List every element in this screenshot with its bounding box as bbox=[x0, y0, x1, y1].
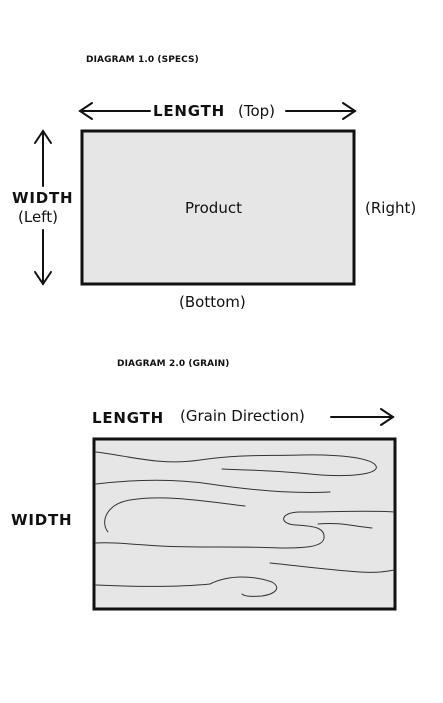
width-label: WIDTH bbox=[12, 189, 74, 207]
diagram2-caption: DIAGRAM 2.0 (GRAIN) bbox=[117, 359, 230, 369]
wood-grain-lines bbox=[95, 451, 395, 597]
left-side-label: (Left) bbox=[18, 208, 58, 226]
bottom-side-label: (Bottom) bbox=[179, 293, 246, 311]
length-arrow-top bbox=[78, 102, 357, 120]
grain-width-label: WIDTH bbox=[11, 511, 73, 529]
grain-direction-arrow bbox=[330, 408, 395, 426]
product-label: Product bbox=[185, 199, 242, 217]
product-rectangle bbox=[80, 129, 356, 286]
top-side-label: (Top) bbox=[238, 102, 276, 120]
grain-board bbox=[92, 437, 397, 611]
grain-direction-label: (Grain Direction) bbox=[180, 407, 305, 425]
grain-length-label: LENGTH bbox=[92, 409, 164, 427]
width-arrow-left bbox=[34, 129, 52, 286]
right-side-label: (Right) bbox=[365, 199, 417, 217]
diagram1-caption: DIAGRAM 1.0 (SPECS) bbox=[86, 55, 199, 65]
length-label: LENGTH bbox=[153, 102, 225, 120]
